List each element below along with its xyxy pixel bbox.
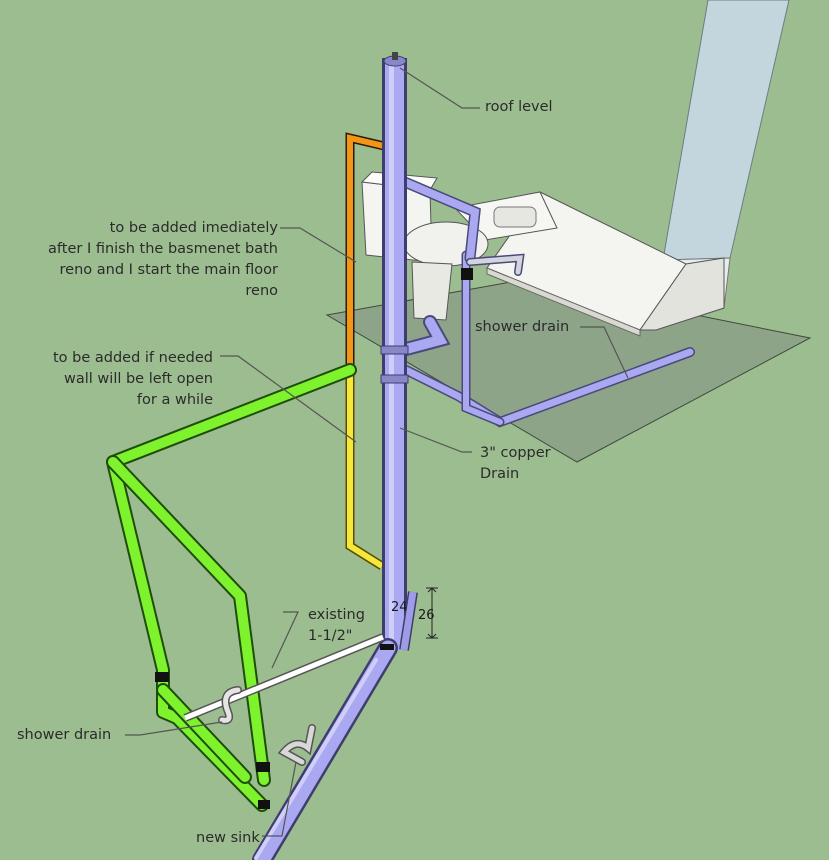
basement-main-drain <box>252 638 398 860</box>
dimension-marks <box>426 587 438 639</box>
label-added-if-needed-line2: wall will be left open <box>64 371 213 387</box>
label-added-if-needed: to be added if needed wall will be left … <box>18 348 213 411</box>
existing-white-pipe <box>183 633 385 722</box>
label-added-immediately-line1: to be added imediately <box>109 220 278 236</box>
basement-shower-trap <box>218 686 242 725</box>
new-sink-trap <box>277 724 316 766</box>
label-shower-drain-lower: shower drain <box>17 727 112 743</box>
label-copper-drain-line2: Drain <box>480 466 520 482</box>
main-stack <box>380 52 409 650</box>
label-shower-drain-upper: shower drain <box>475 319 570 335</box>
dimension-24: 24 <box>391 600 408 615</box>
label-added-if-needed-line3: for a while <box>136 392 213 408</box>
dimension-26: 26 <box>418 608 435 623</box>
label-added-immediately-line3: reno and I start the main floor <box>59 262 278 278</box>
green-new-vent <box>106 363 357 812</box>
yellow-vent-pipe <box>345 372 385 570</box>
label-existing-line2: 1-1/2" <box>308 628 353 644</box>
pipe-fittings <box>155 268 473 809</box>
label-added-immediately: to be added imediately after I finish th… <box>28 218 278 302</box>
main-floor-drains <box>385 174 695 428</box>
label-copper-drain: 3" copper Drain <box>480 443 551 485</box>
sink-riser <box>399 591 418 651</box>
vanity-sink <box>454 191 558 241</box>
leader-lines <box>125 67 629 837</box>
label-roof-level: roof level <box>485 99 553 115</box>
label-new-sink: new sink <box>196 830 260 846</box>
label-added-immediately-line2: after I finish the basmenet bath <box>48 241 278 257</box>
label-added-if-needed-line1: to be added if needed <box>52 350 213 366</box>
label-added-immediately-line4: reno <box>245 283 278 299</box>
label-existing: existing 1-1/2" <box>308 605 365 647</box>
label-copper-drain-line1: 3" copper <box>480 445 551 461</box>
label-existing-line1: existing <box>308 607 365 623</box>
